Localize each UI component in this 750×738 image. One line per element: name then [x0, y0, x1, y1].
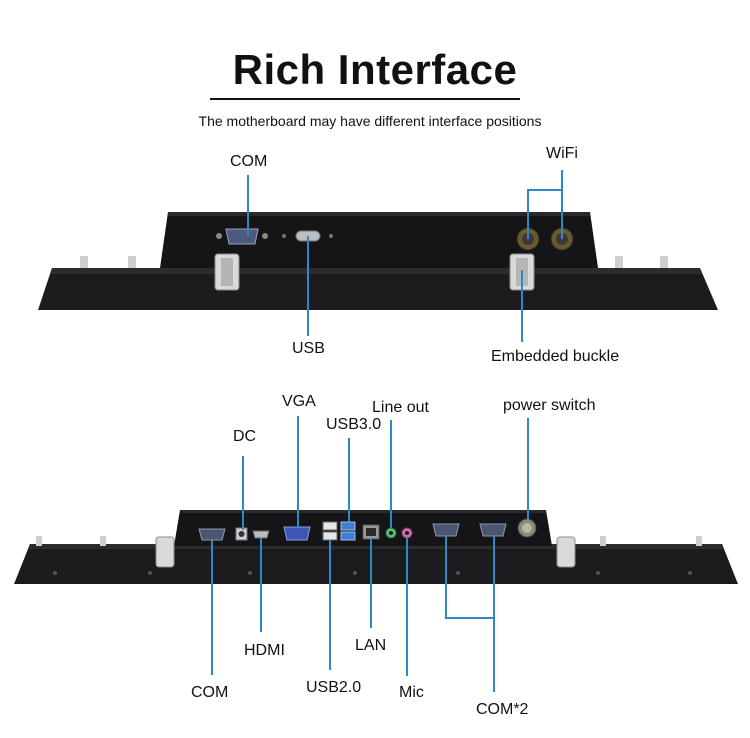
page-subtitle: The motherboard may have different inter…: [198, 113, 542, 129]
label-dc: DC: [233, 428, 257, 445]
usb2-port-top: [322, 521, 338, 531]
title-underline: [210, 98, 520, 100]
label-line-out: Line out: [372, 399, 429, 416]
label-vga: VGA: [282, 393, 316, 410]
top-leader-lines: [247, 170, 563, 342]
label-usb3: USB3.0: [326, 416, 382, 433]
flange-screws: [80, 256, 668, 268]
vga-port: [283, 526, 311, 541]
usb2-port-bottom: [322, 531, 338, 541]
page-title: Rich Interface: [232, 46, 518, 93]
label-lan: LAN: [355, 637, 387, 654]
bottom-leader-lines: [211, 416, 529, 692]
label-top-com: COM: [230, 153, 268, 170]
label-wifi: WiFi: [546, 145, 578, 162]
label-usb2: USB2.0: [306, 679, 362, 696]
top-com-port: [216, 228, 268, 245]
label-top-usb: USB: [292, 340, 325, 357]
label-mic: Mic: [399, 684, 424, 701]
com2-port-b: [479, 523, 507, 537]
label-hdmi: HDMI: [244, 642, 285, 659]
hdmi-port: [252, 530, 270, 539]
bottom-device: [14, 510, 738, 584]
top-device: [38, 212, 718, 310]
usb3-port-top: [340, 521, 356, 531]
usb3-port-bottom: [340, 531, 356, 541]
label-com2: COM*2: [476, 701, 529, 718]
buckle-clip-left: [214, 253, 240, 291]
label-bottom-com: COM: [191, 684, 229, 701]
label-embedded-buckle: Embedded buckle: [491, 348, 620, 365]
bottom-flange-screws: [36, 536, 702, 546]
label-power-switch: power switch: [503, 397, 596, 414]
com2-port-a: [432, 523, 460, 537]
bottom-com-port: [198, 528, 226, 541]
